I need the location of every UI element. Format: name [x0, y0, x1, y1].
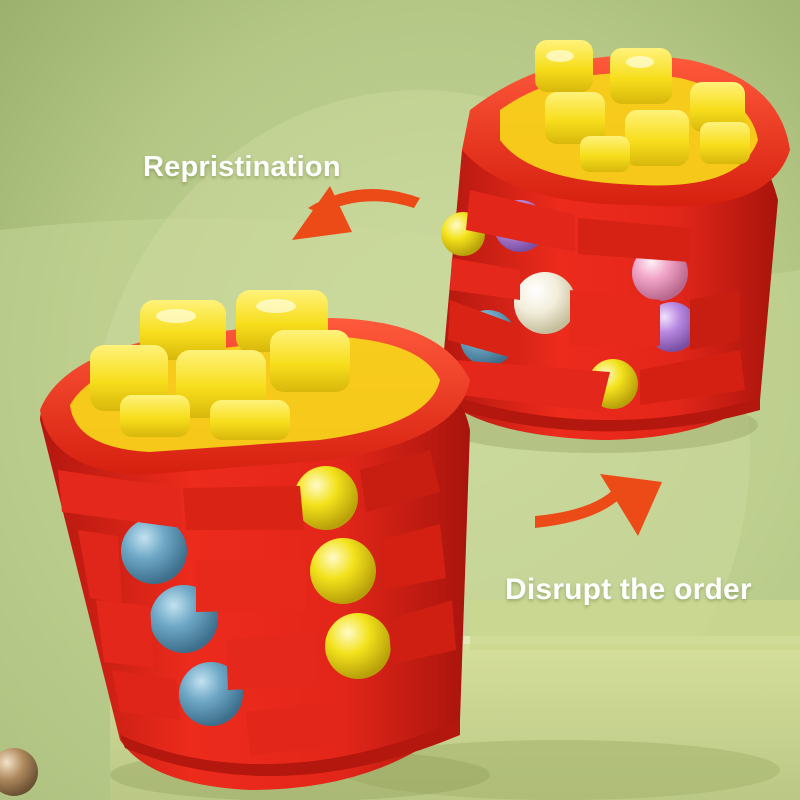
puzzle-toy-front [40, 290, 490, 800]
curved-arrow-left-icon [292, 186, 420, 240]
curved-arrow-up-right-icon [535, 474, 662, 536]
puzzle-toy-back [438, 40, 790, 453]
decor-ball [0, 748, 38, 796]
caption-disrupt-order: Disrupt the order [505, 573, 752, 606]
caption-repristination: Repristination [143, 151, 341, 183]
